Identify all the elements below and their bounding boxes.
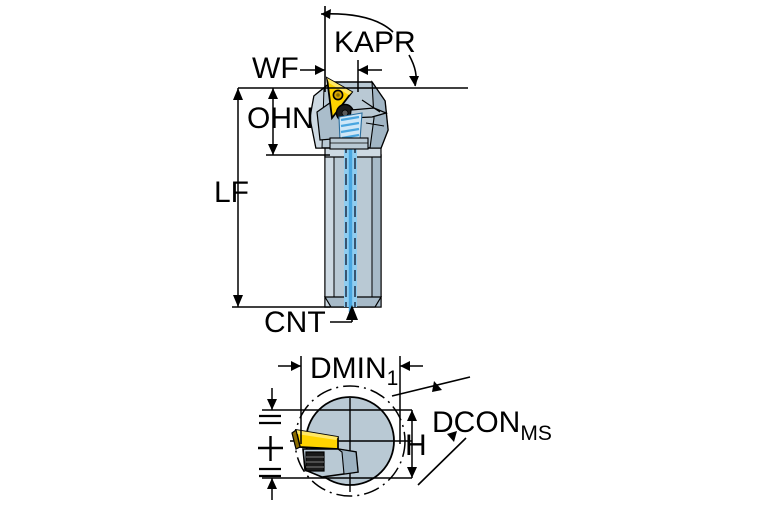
front-section-view-group: DMIN1 DCONMS H	[258, 352, 552, 500]
symmetry-markers	[258, 414, 283, 478]
kapr-arc-arrowhead	[321, 9, 331, 19]
insert-section-end-face	[291, 428, 301, 450]
dcon-leader-upper	[391, 376, 471, 397]
label-wf: WF	[252, 52, 299, 85]
head-facet-line-2	[365, 122, 385, 127]
label-dmin: DMIN	[310, 352, 387, 385]
shank-left-highlight	[324, 154, 335, 308]
cnt-arrowhead	[346, 305, 358, 320]
dmin-arrowhead-right	[400, 361, 410, 371]
lf-arrowhead-top	[233, 88, 243, 100]
clamp-screw-assembly	[335, 103, 388, 123]
section-top-arrowhead	[267, 399, 277, 410]
lf-arrowhead-bottom	[233, 295, 243, 307]
h-arrowhead-bottom	[407, 467, 417, 478]
label-dcon-subscript: MS	[520, 422, 552, 445]
head-facet-line	[361, 99, 381, 113]
label-lf: LF	[214, 176, 249, 209]
insert-screw-hole-inner	[336, 93, 340, 97]
coolant-hatch-1	[340, 115, 360, 122]
head-internal-detail	[329, 99, 385, 150]
dcon-arrowhead-upper	[432, 381, 442, 392]
kapr-leader-arrowhead	[409, 76, 419, 86]
carbide-insert-section	[291, 428, 339, 450]
insert-section-highlight	[296, 430, 338, 440]
label-kapr: KAPR	[334, 26, 416, 59]
label-ohn: OHN	[247, 102, 314, 135]
ohn-arrowhead-bottom	[268, 144, 278, 155]
clamp-block-section	[302, 448, 359, 478]
kapr-tick-arrowhead	[358, 65, 368, 75]
label-cnt: CNT	[264, 306, 326, 339]
label-h: H	[405, 429, 427, 462]
clamp-block-shade	[337, 448, 359, 475]
coolant-hatch-3	[340, 127, 360, 134]
insert-top-highlight	[327, 78, 352, 95]
side-view-group: WF KAPR OHN LF CNT	[214, 6, 468, 339]
h-arrowhead-top	[407, 410, 417, 421]
coolant-nozzle-spray	[338, 112, 363, 142]
label-dcon-group: DCONMS	[432, 406, 552, 445]
dcon-leader-lower	[417, 437, 467, 486]
coolant-hatch-2	[340, 121, 360, 128]
shank-right-shadow	[371, 154, 382, 308]
label-dcon: DCON	[432, 406, 520, 439]
wf-arrowhead	[315, 65, 325, 75]
section-bottom-arrowhead	[267, 478, 277, 489]
ohn-arrowhead-top	[268, 88, 278, 99]
dmin-arrowhead-left	[291, 361, 301, 371]
label-dmin-group: DMIN1	[310, 352, 398, 390]
dcon-arrowhead-lower	[447, 431, 457, 442]
head-base-block	[329, 137, 369, 150]
label-dmin-subscript: 1	[387, 367, 399, 390]
